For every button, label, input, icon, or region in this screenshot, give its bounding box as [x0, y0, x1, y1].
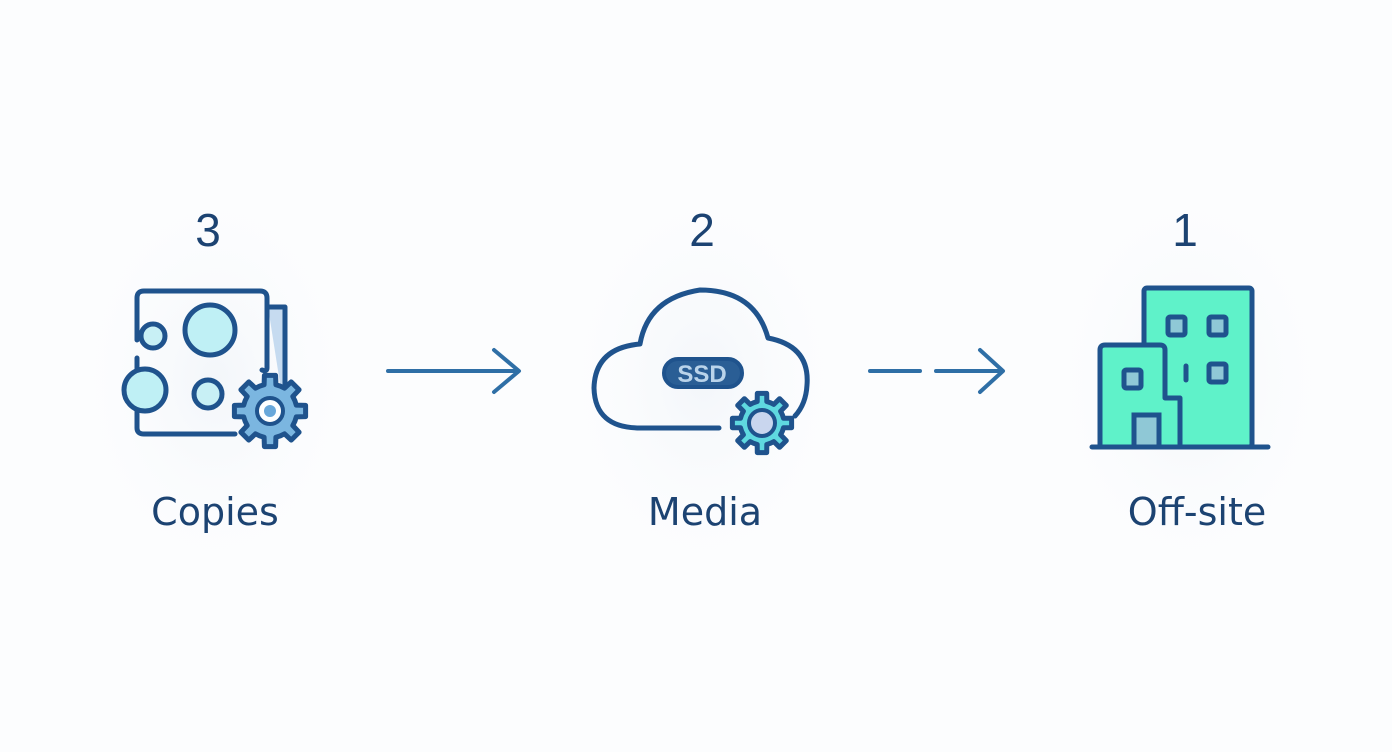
step-label: Media	[648, 490, 762, 534]
step-number: 3	[195, 204, 221, 256]
step-off-site: 1 Off-site	[1089, 204, 1271, 534]
solid-arrow	[386, 348, 521, 394]
step-media: 2 SSD Media	[591, 204, 810, 534]
building-icon	[1089, 285, 1271, 450]
copies-gear-icon	[121, 288, 309, 450]
cloud-ssd-gear-icon: SSD	[591, 287, 810, 456]
step-number: 2	[689, 204, 715, 256]
step-label: Copies	[151, 490, 279, 534]
step-copies: 3 Copies	[121, 204, 309, 534]
ssd-badge: SSD	[677, 361, 726, 388]
step-number: 1	[1172, 204, 1198, 256]
step-label: Off-site	[1128, 490, 1266, 534]
dashed-arrow	[868, 348, 1005, 394]
